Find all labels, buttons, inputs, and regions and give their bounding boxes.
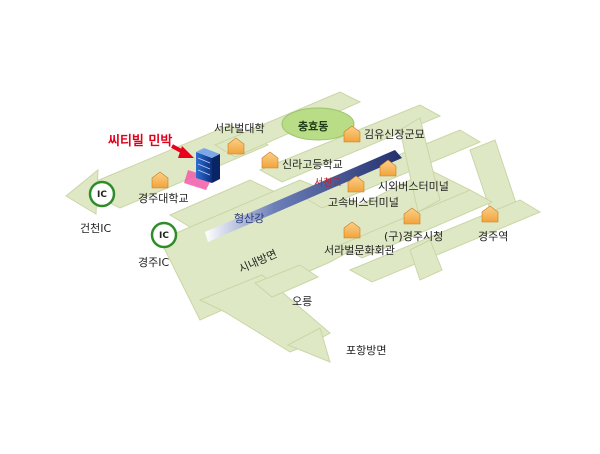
road-north-2 — [258, 104, 442, 183]
bridge-label: 서천교 — [314, 178, 342, 189]
landmark-silla-high: 신라고등학교 — [282, 158, 343, 171]
landmark-kimyusin-tomb: 김유신장군묘 — [364, 128, 425, 141]
accommodation-building-icon — [184, 148, 220, 190]
ic-label-geoncheon: 건천IC — [80, 222, 112, 235]
landmark-gyeongju-univ: 경주대학교 — [138, 192, 189, 205]
building-icon — [343, 125, 361, 143]
road-east-cross — [409, 239, 443, 281]
building-icon — [261, 151, 279, 169]
road-label-pohang: 포항방면 — [346, 344, 387, 357]
landmark-sorabol-hall: 서라벌문화회관 — [324, 244, 395, 257]
ic-badge-text: IC — [159, 231, 169, 241]
landmark-express-terminal: 고속버스터미널 — [328, 196, 399, 209]
building-icon — [403, 207, 421, 225]
landmark-sorabol-univ: 서라벌대학 — [214, 122, 265, 135]
ic-badge-geoncheon: IC — [88, 180, 116, 208]
accommodation-title: 씨티빌 민박 — [108, 134, 173, 149]
road-pohang-arrowhead — [286, 327, 331, 363]
building-icon — [379, 159, 397, 177]
building-icon — [343, 221, 361, 239]
landmark-intercity-terminal: 시외버스터미널 — [378, 180, 449, 193]
ic-badge-gyeongju: IC — [150, 221, 178, 249]
road-cross-1 — [399, 117, 441, 213]
building-icon — [347, 175, 365, 193]
district-label: 충효동 — [298, 120, 329, 133]
ic-badge-text: IC — [97, 190, 107, 200]
green-area-chunghyo — [281, 107, 355, 141]
building-icon — [481, 205, 499, 223]
building-icon — [227, 137, 245, 155]
landmark-icons — [151, 125, 499, 239]
building-icon — [151, 171, 169, 189]
landmark-old-city-hall: (구)경주시청 — [384, 230, 444, 243]
red-arrow-icon — [171, 144, 194, 158]
river-hyeongsan — [205, 150, 402, 242]
road-oreung — [254, 264, 320, 298]
landmark-gyeongju-station: 경주역 — [478, 230, 509, 243]
river-label: 형산강 — [234, 212, 265, 225]
ic-label-gyeongju: 경주IC — [138, 256, 170, 269]
road-label-oreung: 오릉 — [292, 295, 313, 308]
